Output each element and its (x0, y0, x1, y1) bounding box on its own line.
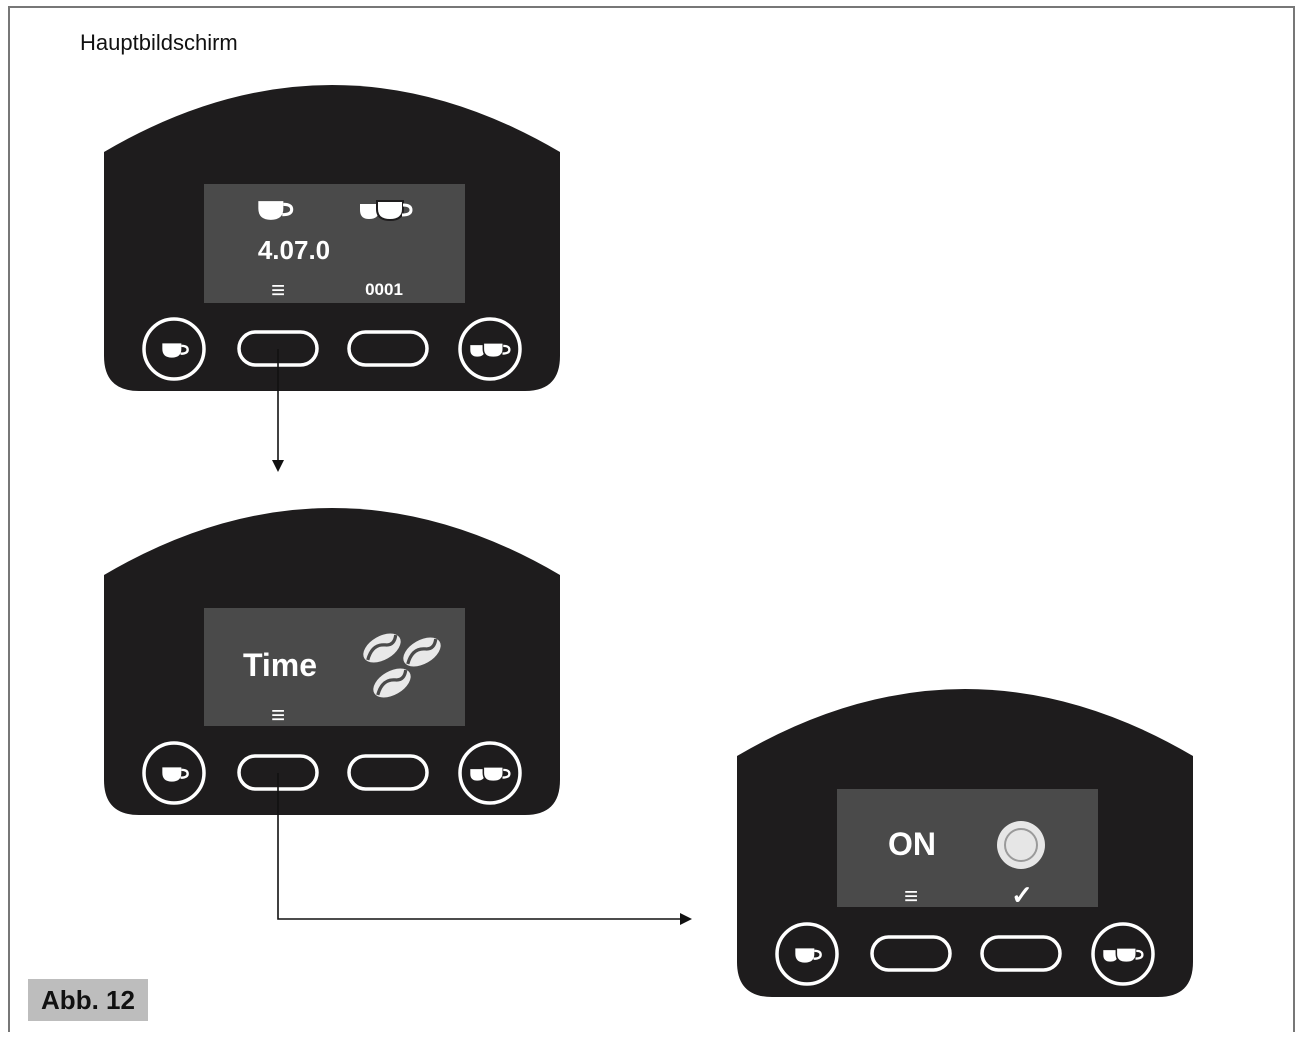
menu-button[interactable] (870, 935, 952, 972)
single-cup-button[interactable] (775, 922, 839, 986)
confirm-button[interactable] (980, 935, 1062, 972)
select-button[interactable] (347, 330, 429, 367)
flow-arrow (277, 773, 692, 925)
double-cup-button[interactable] (458, 317, 522, 381)
toggle-circle-icon (997, 821, 1045, 869)
time-label: Time (243, 647, 317, 683)
double-cup-button[interactable] (1091, 922, 1155, 986)
double-cup-button[interactable] (458, 741, 522, 805)
menu-icon: ≡ (271, 702, 285, 729)
on-label: ON (888, 826, 936, 862)
single-cup-button[interactable] (142, 317, 206, 381)
single-cup-button[interactable] (142, 741, 206, 805)
control-panel-main: 4.07.0 ≡ 0001 (104, 85, 560, 391)
figure-frame (8, 6, 1295, 1032)
confirm-check-icon: ✓ (1011, 880, 1033, 910)
menu-icon: ≡ (271, 277, 285, 304)
control-panel-time: Time ≡ (104, 508, 560, 815)
display-screen (204, 608, 465, 726)
menu-icon: ≡ (904, 883, 918, 910)
control-panel-on: ON ≡ ✓ (737, 689, 1193, 997)
select-button[interactable] (347, 754, 429, 791)
display-screen (837, 789, 1098, 907)
display-screen (204, 184, 465, 303)
firmware-version: 4.07.0 (258, 235, 330, 265)
page-title: Hauptbildschirm (80, 30, 238, 55)
cup-counter: 0001 (365, 280, 403, 299)
figure-label: Abb. 12 (28, 979, 148, 1021)
